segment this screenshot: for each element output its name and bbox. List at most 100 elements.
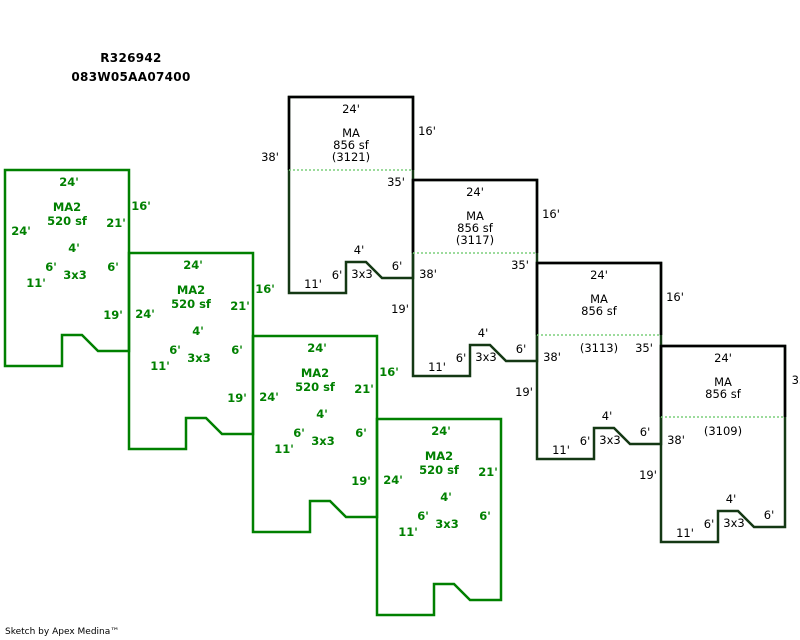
outer-left-dimension: 19' [639,468,657,482]
left-dimension: 24' [259,390,279,404]
left-height-dimension: 38' [419,267,437,281]
upper-wall [411,178,539,253]
unit-id: (3117) [456,233,494,247]
bottom-dimension: 11' [676,526,694,540]
notch-top-dimension: 4' [440,490,452,504]
right-upper-dimension: 16' [255,282,275,296]
top-dimension: 24' [307,341,327,355]
unit-id: (3113) [580,341,618,355]
top-dimension: 24' [590,268,608,282]
notch-right-dimension: 6' [640,425,650,439]
inner-right-dimension: 35' [635,341,653,355]
outer-left-dimension: 19' [515,385,533,399]
notch-right-dimension: 6' [479,509,491,523]
notch-right-dimension: 6' [764,508,774,522]
top-dimension: 24' [59,175,79,189]
notch-label: 3x3 [435,517,458,531]
outer-left-dimension: 19' [103,308,123,322]
unit-area: 856 sf [457,221,494,235]
notch-top-dimension: 4' [726,492,736,506]
notch-label: 3x3 [599,433,620,447]
unit-outline [3,168,131,368]
right-upper-dimension: 35 [792,373,800,387]
notch-label: 3x3 [723,516,744,530]
bottom-dimension: 11' [26,276,46,290]
left-dimension: 24' [383,473,403,487]
parcel-id: R326942 [100,51,162,65]
left-height-dimension: 38' [543,350,561,364]
notch-left-dimension: 6' [45,260,57,274]
notch-top-dimension: 4' [68,241,80,255]
right-dimension: 21' [478,465,498,479]
right-upper-dimension: 16' [418,124,436,138]
left-dimension: 24' [11,224,31,238]
notch-top-dimension: 4' [478,326,488,340]
unit-id: (3109) [704,424,742,438]
left-height-dimension: 38' [667,433,685,447]
map-number: 083W05AA07400 [71,70,191,84]
notch-right-dimension: 6' [107,260,119,274]
right-upper-dimension: 16' [379,365,399,379]
unit-name: MA2 [53,200,81,214]
upper-wall [287,95,415,170]
notch-label: 3x3 [475,350,496,364]
unit-name: MA2 [301,366,329,380]
outer-left-dimension: 19' [227,391,247,405]
notch-right-dimension: 6' [392,259,402,273]
right-dimension: 21' [106,216,126,230]
bottom-dimension: 11' [398,525,418,539]
unit-area: 520 sf [295,380,336,394]
right-upper-dimension: 16' [131,199,151,213]
notch-right-dimension: 6' [231,343,243,357]
unit-name: MA [466,209,484,223]
unit-area: 856 sf [333,138,370,152]
unit-name: MA2 [177,283,205,297]
notch-right-dimension: 6' [516,342,526,356]
bottom-dimension: 11' [150,359,170,373]
notch-left-dimension: 6' [417,509,429,523]
notch-top-dimension: 4' [602,409,612,423]
bottom-dimension: 11' [428,360,446,374]
unit-outline [251,334,379,534]
right-upper-dimension: 16' [666,290,684,304]
unit-outline [127,251,255,451]
unit-name: MA2 [425,449,453,463]
unit-id: (3121) [332,150,370,164]
inner-right-dimension: 35' [511,258,529,272]
notch-top-dimension: 4' [192,324,204,338]
right-dimension: 21' [354,382,374,396]
bottom-dimension: 11' [552,443,570,457]
notch-label: 3x3 [187,351,210,365]
top-dimension: 24' [466,185,484,199]
unit-name: MA [714,375,732,389]
unit-area: 520 sf [419,463,460,477]
notch-left-dimension: 6' [332,268,342,282]
top-dimension: 24' [183,258,203,272]
notch-left-dimension: 6' [456,351,466,365]
unit-area: 856 sf [581,304,618,318]
notch-left-dimension: 6' [580,434,590,448]
upper-wall [535,261,663,335]
top-dimension: 24' [714,351,732,365]
right-dimension: 21' [230,299,250,313]
right-upper-dimension: 16' [542,207,560,221]
unit-area: 520 sf [171,297,212,311]
unit-outline [375,417,503,617]
unit-area: 856 sf [705,387,742,401]
bottom-dimension: 11' [304,277,322,291]
unit-name: MA [342,126,360,140]
unit-area: 520 sf [47,214,88,228]
notch-right-dimension: 6' [355,426,367,440]
notch-left-dimension: 6' [293,426,305,440]
left-dimension: 24' [135,307,155,321]
notch-top-dimension: 4' [316,407,328,421]
notch-label: 3x3 [311,434,334,448]
top-dimension: 24' [342,102,360,116]
footer-credit: Sketch by Apex Medina™ [5,627,120,637]
